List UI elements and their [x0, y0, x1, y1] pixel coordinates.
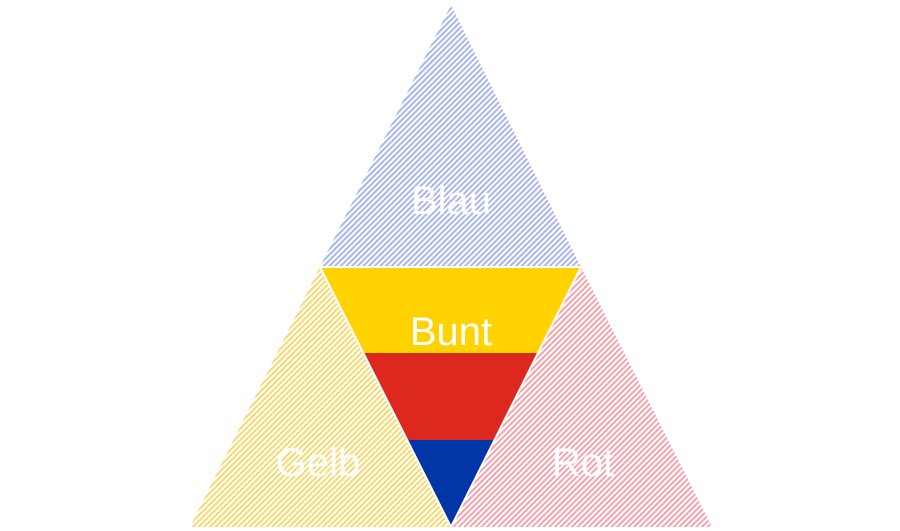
label-rot: Rot	[552, 441, 614, 485]
divider	[319, 266, 452, 528]
center-yellow-band	[320, 267, 581, 353]
label-blau: Blau	[411, 179, 491, 223]
center-blue-band	[407, 440, 495, 527]
yellow-triangle	[190, 267, 451, 527]
center-red-band	[364, 353, 538, 440]
divider	[450, 266, 582, 528]
label-bunt: Bunt	[410, 310, 492, 354]
blue-triangle	[320, 5, 581, 267]
red-triangle	[451, 267, 712, 527]
label-gelb: Gelb	[276, 441, 361, 485]
